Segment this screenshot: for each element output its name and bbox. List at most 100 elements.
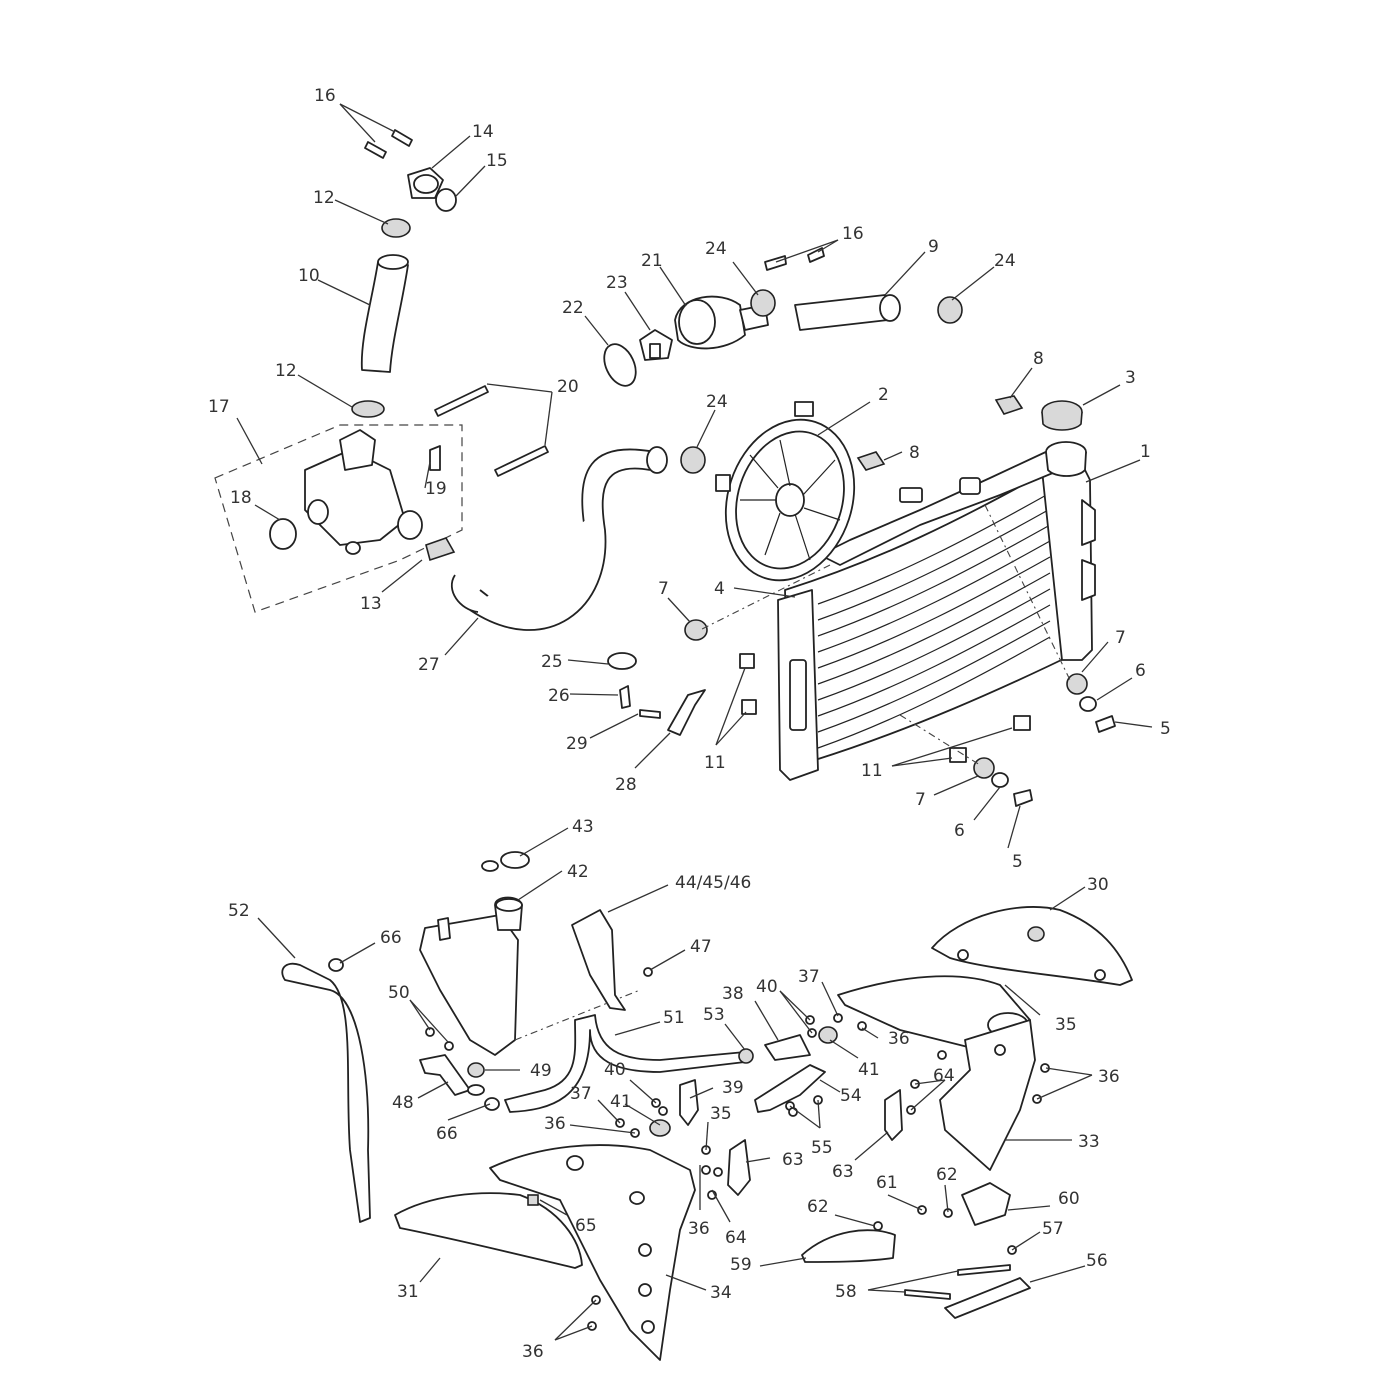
callout-60: 60 [1058, 1189, 1080, 1209]
callout-3: 3 [1125, 368, 1136, 388]
callout-23: 23 [606, 273, 628, 293]
callout-12-lower: 12 [275, 361, 297, 381]
panel-33 [939, 1019, 1036, 1171]
callout-37-right: 37 [798, 967, 820, 987]
o-ring-22 [603, 343, 637, 387]
callout-24-c: 24 [706, 392, 728, 412]
callout-34: 34 [710, 1283, 732, 1303]
callout-36-mid: 36 [544, 1114, 566, 1134]
callout-labels: 16 14 15 12 10 12 17 18 19 13 20 21 23 2… [208, 86, 1171, 1362]
callout-63-right: 63 [832, 1162, 854, 1182]
bolt-29 [639, 709, 661, 719]
callout-39: 39 [722, 1078, 744, 1098]
bolt-26 [619, 685, 631, 709]
bolts-16-left [364, 129, 413, 159]
callout-42: 42 [567, 862, 589, 882]
bypass-hose [794, 294, 901, 331]
callout-24-b: 24 [994, 251, 1016, 271]
callout-8-lower: 8 [909, 443, 920, 463]
grommet-41-right [818, 1026, 838, 1044]
callout-7-left: 7 [658, 579, 669, 599]
bracket-63-right [884, 1089, 903, 1141]
part-56 [944, 1277, 1031, 1319]
clip-24-b [937, 296, 963, 324]
callout-4: 4 [714, 579, 725, 599]
callout-35-right: 35 [1055, 1015, 1077, 1035]
callout-12-upper: 12 [313, 188, 335, 208]
bolts-16-right [764, 247, 825, 271]
cover-44-46 [571, 909, 626, 1011]
callout-21: 21 [641, 251, 663, 271]
callout-43: 43 [572, 817, 594, 837]
callout-16-right: 16 [842, 224, 864, 244]
callout-61: 61 [876, 1173, 898, 1193]
callout-62-upper: 62 [936, 1165, 958, 1185]
callout-31: 31 [397, 1282, 419, 1302]
callout-5-right: 5 [1160, 719, 1171, 739]
mounting-right [1066, 673, 1116, 733]
callout-41-right: 41 [858, 1060, 880, 1080]
callout-35-left: 35 [710, 1104, 732, 1124]
nut-8-upper [994, 395, 1024, 415]
thermostat [639, 329, 673, 361]
clip-24-a [750, 289, 776, 317]
callout-11-left: 11 [704, 753, 726, 773]
callout-25: 25 [541, 652, 563, 672]
callout-19: 19 [425, 479, 447, 499]
clip-66-upper [328, 958, 344, 972]
clip-25 [607, 652, 637, 670]
bracket-63-left [727, 1139, 751, 1196]
callout-64-right: 64 [933, 1066, 955, 1086]
callout-38: 38 [722, 984, 744, 1004]
housing-14 [407, 167, 444, 199]
bracket-39 [679, 1079, 699, 1126]
bracket-54 [754, 1064, 826, 1113]
clip-66-lower [484, 1097, 500, 1111]
callout-7-bottom: 7 [915, 790, 926, 810]
clip-53 [738, 1048, 754, 1064]
callout-9: 9 [928, 237, 939, 257]
callout-40-left: 40 [604, 1060, 626, 1080]
pins-58 [904, 1264, 1011, 1300]
lower-hose [450, 446, 668, 631]
callout-66-upper: 66 [380, 928, 402, 948]
callout-59: 59 [730, 1255, 752, 1275]
callout-28: 28 [615, 775, 637, 795]
callout-50: 50 [388, 983, 410, 1003]
callout-66-lower: 66 [436, 1124, 458, 1144]
o-ring-15 [435, 188, 457, 212]
callout-10: 10 [298, 266, 320, 286]
bracket-28 [667, 689, 706, 736]
callout-49: 49 [530, 1061, 552, 1081]
callout-29: 29 [566, 734, 588, 754]
grommet-41-left [649, 1119, 671, 1137]
clip-24-c [680, 446, 706, 474]
callout-30: 30 [1087, 875, 1109, 895]
callout-56: 56 [1086, 1251, 1108, 1271]
callout-13: 13 [360, 594, 382, 614]
callout-47: 47 [690, 937, 712, 957]
overflow-hose [281, 962, 371, 1223]
callout-14: 14 [472, 122, 494, 142]
washer-49 [467, 1084, 485, 1096]
leader-lines [236, 103, 1153, 1341]
callout-2: 2 [878, 385, 889, 405]
radiator [777, 449, 1096, 781]
callout-36-far-right: 36 [1098, 1067, 1120, 1087]
callout-11-right: 11 [861, 761, 883, 781]
callout-65: 65 [575, 1216, 597, 1236]
mounting-bottom [973, 757, 1033, 807]
callout-52: 52 [228, 901, 250, 921]
bracket-38 [764, 1034, 811, 1061]
bolts-20 [434, 385, 549, 477]
callout-44-45-46: 44/45/46 [675, 873, 751, 893]
callout-51: 51 [663, 1008, 685, 1028]
panel-30 [931, 906, 1133, 986]
expansion-tank [419, 896, 523, 1056]
callout-58: 58 [835, 1282, 857, 1302]
callout-55: 55 [811, 1138, 833, 1158]
panel-34 [489, 1144, 696, 1361]
callout-8-upper: 8 [1033, 349, 1044, 369]
callout-41-left: 41 [610, 1092, 632, 1112]
callout-22: 22 [562, 298, 584, 318]
